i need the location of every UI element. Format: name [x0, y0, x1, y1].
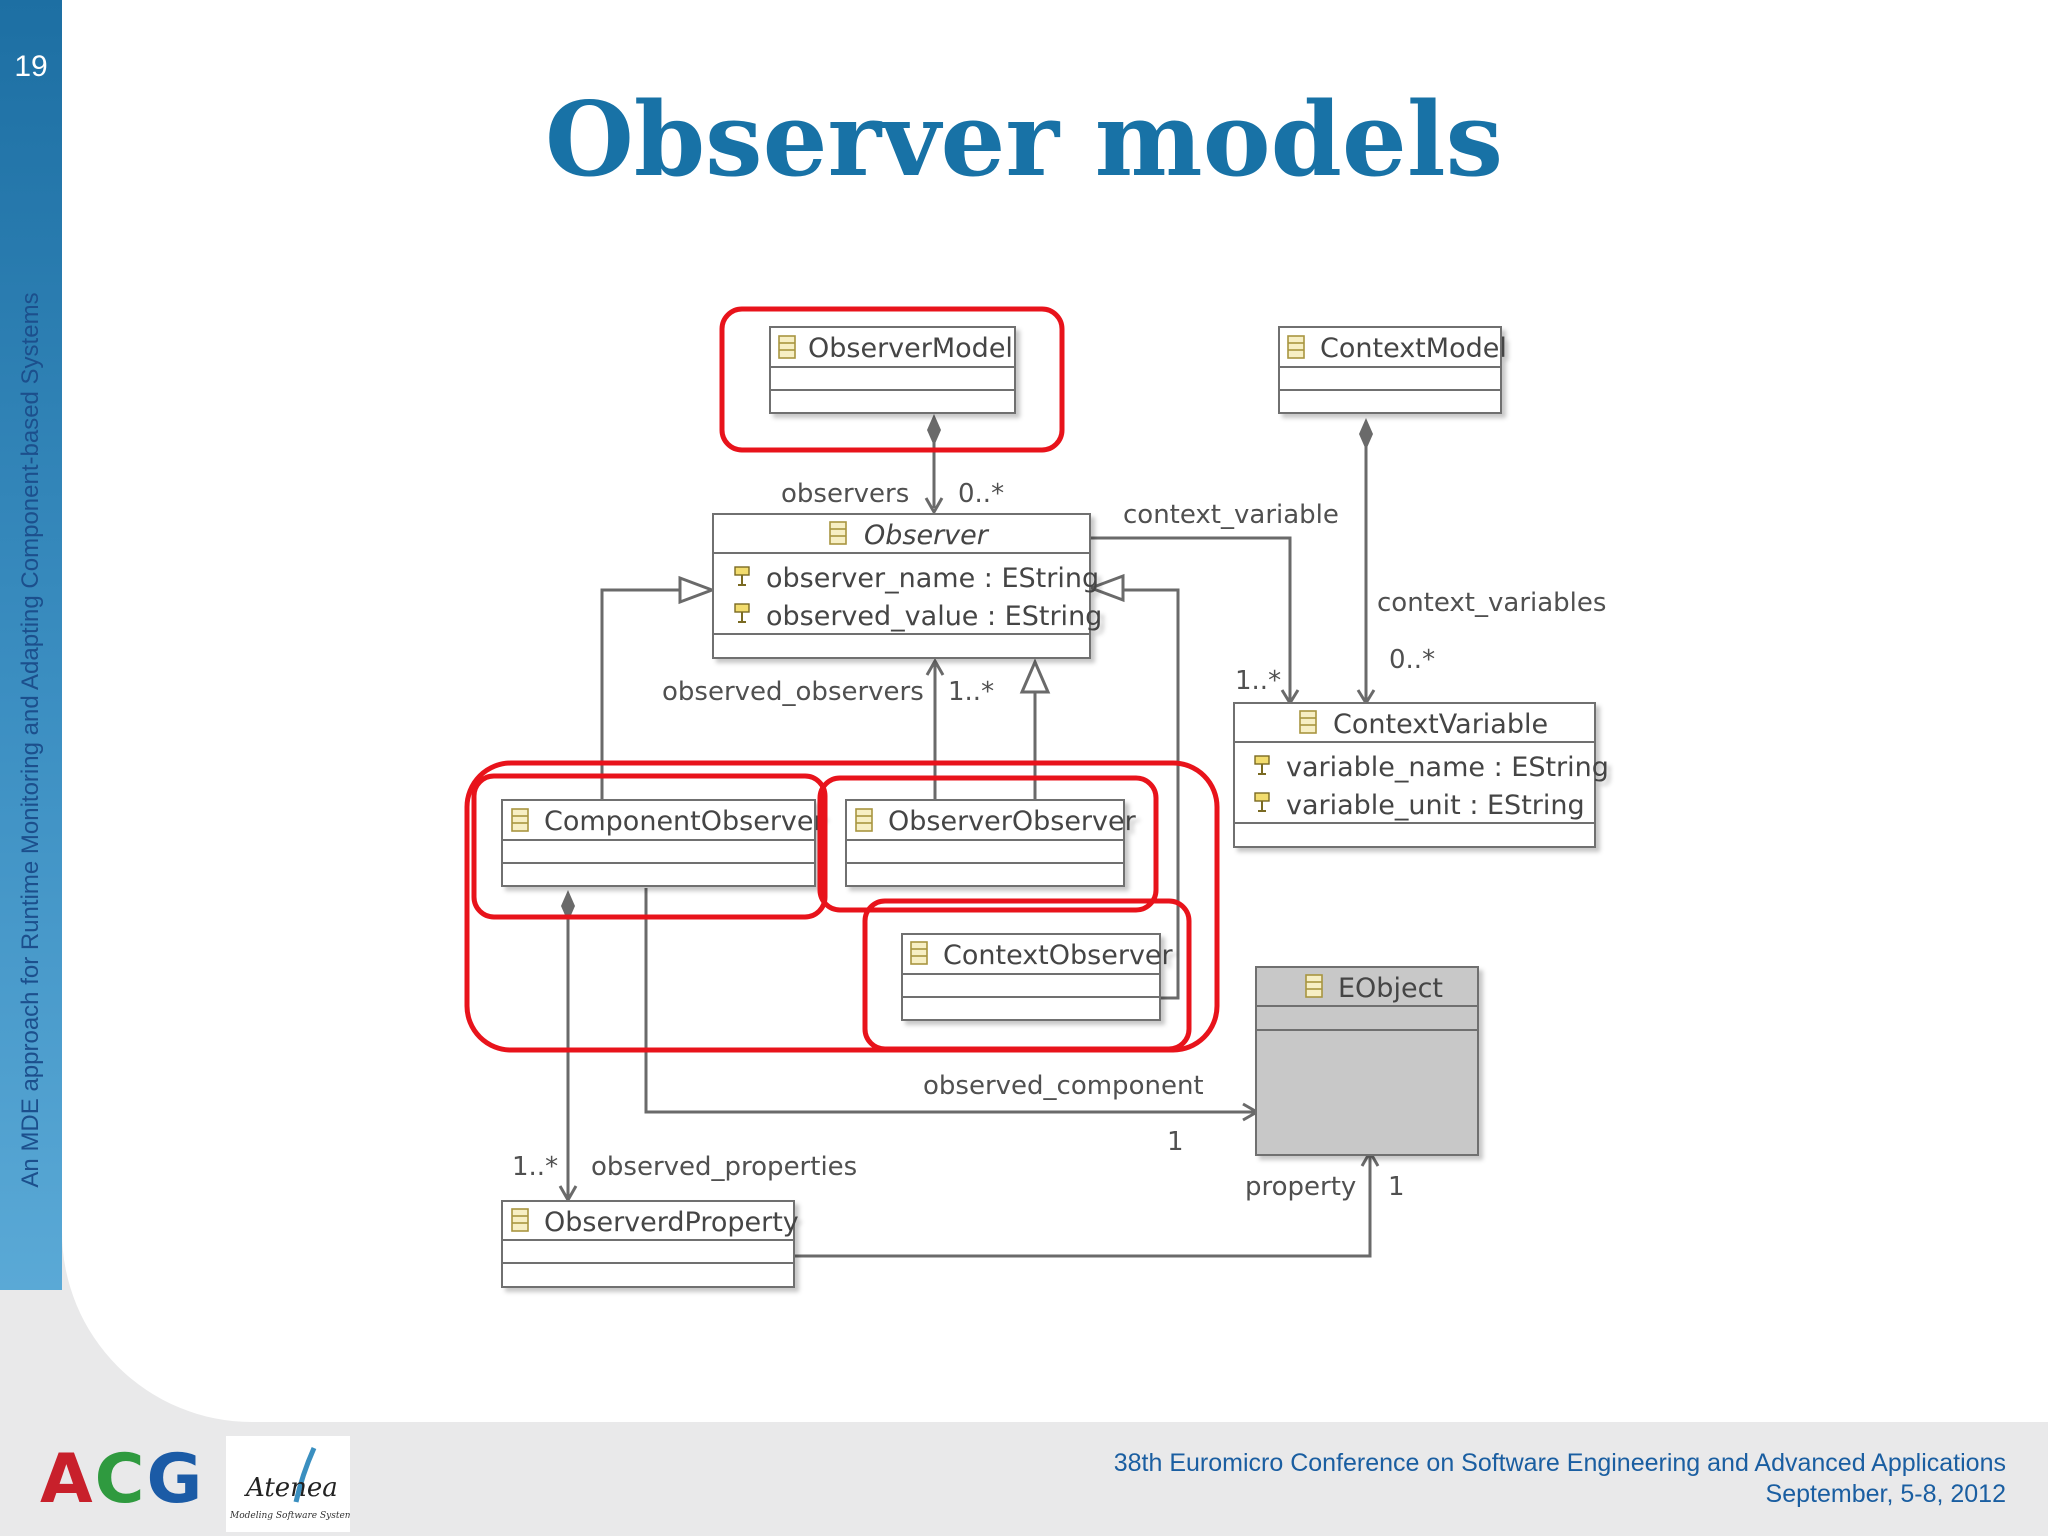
label-property-multiplicity: 1 [1388, 1172, 1405, 1202]
class-icon [855, 808, 873, 832]
class-component-observer[interactable]: ComponentObserver [501, 799, 826, 887]
class-icon [829, 521, 847, 545]
attribute: variable_name : EString [1286, 752, 1609, 783]
label-observed-observers-multiplicity: 1..* [948, 677, 994, 707]
generalization-arrow-left [678, 575, 717, 605]
acg-logo-letter: G [146, 1440, 205, 1519]
acg-logo-letter: A [40, 1440, 95, 1519]
edge-generalization-component [600, 588, 680, 800]
label-context-variables: context_variables [1377, 588, 1606, 618]
class-context-variable[interactable]: ContextVariable variable_name : EString … [1233, 702, 1609, 848]
class-observed-property[interactable]: ObserverdProperty [501, 1200, 799, 1288]
class-name: ObserverModel [808, 333, 1013, 364]
atenea-logo-tagline: Modeling Software Systems [229, 1511, 350, 1521]
highlight-observer-observer [817, 775, 1159, 913]
label-observed-component: observed_component [923, 1071, 1204, 1101]
highlight-component-observer [471, 773, 828, 920]
class-name: EObject [1338, 973, 1443, 1004]
class-context-observer[interactable]: ContextObserver [901, 933, 1174, 1021]
attribute: variable_unit : EString [1286, 790, 1585, 821]
class-context-model[interactable]: ContextModel [1278, 326, 1507, 414]
label-context-variables-multiplicity: 0..* [1389, 645, 1435, 675]
label-observed-observers: observed_observers [662, 677, 924, 707]
acg-logo-letter: C [94, 1440, 147, 1519]
side-bar [0, 0, 62, 1290]
label-property: property [1245, 1172, 1356, 1202]
atenea-swoosh-icon [293, 1446, 317, 1503]
footer-dates: September, 5-8, 2012 [1765, 1480, 2006, 1508]
highlights [464, 306, 1220, 1053]
slide-title: Observer models [545, 80, 1503, 200]
label-observed-component-multiplicity: 1 [1167, 1127, 1184, 1157]
label-observed-properties-multiplicity: 1..* [512, 1152, 558, 1182]
label-observed-properties: observed_properties [591, 1152, 857, 1182]
class-name: ComponentObserver [544, 806, 826, 837]
arrowhead-observers [924, 497, 944, 516]
class-name: ObserverObserver [888, 806, 1137, 837]
class-observer[interactable]: Observer observer_name : EString observe… [712, 513, 1102, 659]
class-observer-observer[interactable]: ObserverObserver [845, 799, 1137, 887]
edge-observed-component [644, 888, 1256, 1114]
footer-text: 38th Euromicro Conference on Software En… [1114, 1448, 2006, 1510]
class-diagram: ObserverModel ContextModel Observer obse… [464, 306, 1609, 1288]
edge-context-variable [1090, 536, 1292, 702]
class-icon [1287, 335, 1305, 359]
composition-diamond-context-model [1359, 418, 1373, 450]
class-icon [1305, 974, 1323, 998]
composition-diamond-observer-model [927, 414, 941, 446]
slide-panel [62, 0, 2048, 1422]
attribute: observed_value : EString [766, 601, 1102, 632]
class-name: ObserverdProperty [544, 1207, 799, 1238]
class-icon [511, 1208, 529, 1232]
generalization-arrow-up [1019, 658, 1051, 694]
highlight-observer-subclasses [464, 760, 1220, 1053]
highlight-observer-model [719, 306, 1065, 453]
class-eobject[interactable]: EObject [1255, 966, 1479, 1156]
class-name: ContextModel [1320, 333, 1507, 364]
atenea-logo: Atenea Modeling Software Systems [226, 1436, 358, 1532]
slide-number: 19 [14, 50, 48, 83]
footer-conference: 38th Euromicro Conference on Software En… [1113, 1449, 2006, 1477]
edge-property [794, 1154, 1372, 1258]
label-observers-multiplicity: 0..* [958, 479, 1004, 509]
atenea-logo-graphic: Atenea Modeling Software Systems [229, 1446, 358, 1521]
class-name: ContextObserver [943, 940, 1174, 971]
arrowhead-observed-observers [925, 657, 945, 676]
edge-labels: observers 0..* context_variable context_… [512, 479, 1606, 1202]
class-name: ContextVariable [1333, 709, 1548, 740]
class-icon [778, 335, 796, 359]
generalization-arrow-right [1086, 573, 1125, 603]
atenea-logo-name: Atenea [244, 1473, 338, 1503]
class-observer-model[interactable]: ObserverModel [769, 326, 1016, 414]
label-observers: observers [781, 479, 909, 509]
label-context-variable: context_variable [1123, 500, 1339, 530]
attribute: observer_name : EString [766, 563, 1099, 594]
composition-diamond-component-observer [561, 890, 575, 922]
class-icon [1299, 710, 1317, 734]
label-context-variable-multiplicity: 1..* [1235, 666, 1281, 696]
highlight-context-observer [862, 898, 1192, 1052]
edge-generalization-context [1123, 588, 1180, 1000]
acg-logo: ACG [40, 1440, 204, 1519]
class-icon [910, 941, 928, 965]
class-icon [511, 808, 529, 832]
class-name: Observer [864, 520, 990, 551]
